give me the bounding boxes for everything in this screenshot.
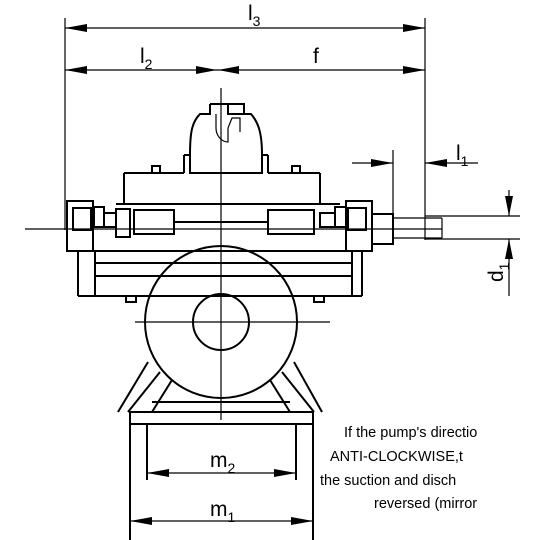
svg-text:l2: l2 (140, 45, 153, 72)
svg-text:f: f (313, 45, 319, 68)
dimension-f: f (217, 45, 425, 74)
dimension-d1: d1 (425, 190, 520, 296)
svg-text:d1: d1 (485, 262, 512, 282)
svg-text:l3: l3 (248, 2, 261, 29)
rotation-note-line-3: the suction and disch (320, 473, 457, 489)
svg-text:m2: m2 (210, 449, 236, 476)
pump-body (25, 88, 443, 540)
rotation-note-line-2: ANTI-CLOCKWISE,t (330, 449, 463, 465)
rotation-note-line-4: reversed (mirror (374, 496, 478, 512)
rotation-note-line-1: If the pump's directio (344, 425, 478, 441)
dimension-m1: m1 (130, 498, 313, 525)
dimension-l2: l2 (65, 45, 217, 74)
dimension-m2: m2 (147, 449, 296, 477)
svg-text:l1: l1 (456, 142, 469, 169)
dimension-l3: l3 (64, 2, 426, 240)
svg-text:m1: m1 (210, 498, 236, 525)
